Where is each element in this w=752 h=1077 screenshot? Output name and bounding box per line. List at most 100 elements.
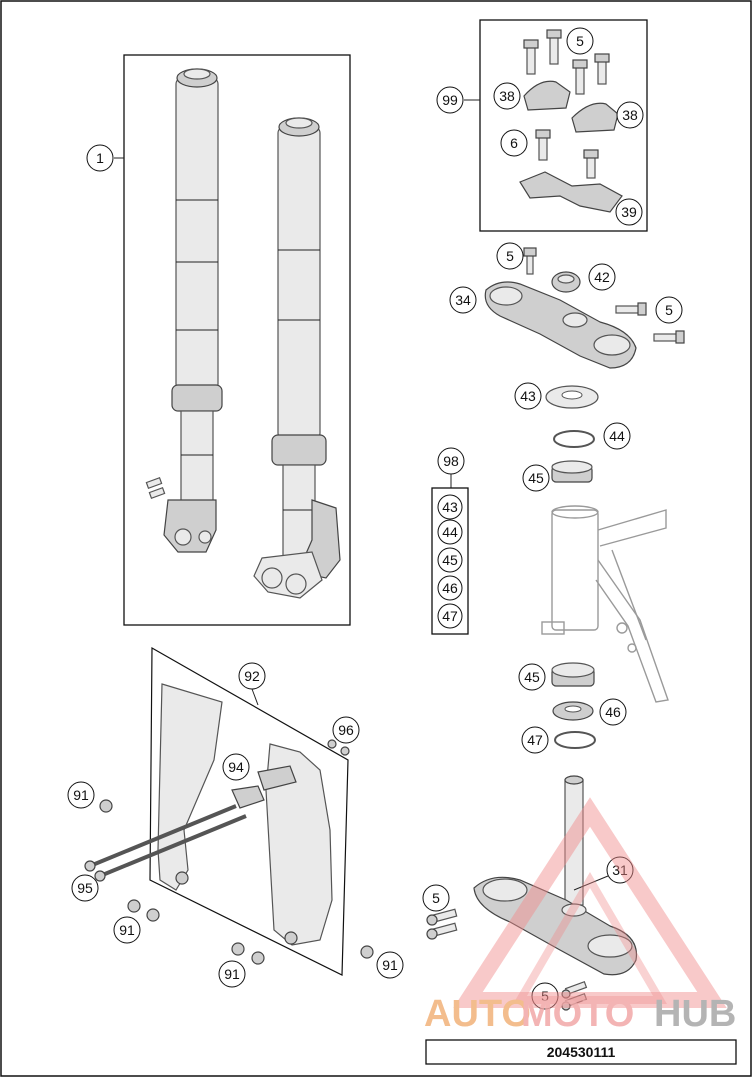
callout-46-label: 46 (605, 704, 621, 720)
bolt-5-upper (526, 253, 534, 275)
callout-5-lower-left (422, 884, 450, 912)
screw-91-c (231, 942, 245, 956)
long-bolt-95-b (99, 814, 247, 878)
upper-triple-clamp-group: 5 42 34 5 (449, 242, 685, 369)
clamp-bolts (523, 29, 610, 179)
callout-34 (449, 286, 477, 314)
kit-item-45: 45 (442, 552, 458, 568)
callout-34-label: 34 (455, 292, 471, 308)
callout-1 (86, 144, 114, 172)
watermark-text-auto: AUTO (424, 993, 531, 1035)
clamp-box (479, 19, 648, 232)
callout-5-top-label: 5 (576, 33, 584, 49)
callout-42 (588, 263, 616, 291)
long-bolt-95-a (89, 804, 237, 868)
o-ring-44 (553, 430, 595, 448)
watermark-triangle-icon (453, 797, 727, 1008)
kit-item-46: 46 (442, 580, 458, 596)
kit-98-box (431, 487, 469, 635)
guard-clip-94 (231, 785, 265, 809)
bolt-5-side-b (653, 333, 679, 342)
right-fork-leg (253, 117, 341, 599)
callout-5-upper (496, 242, 524, 270)
callout-94-label: 94 (228, 759, 244, 775)
callout-44 (603, 422, 631, 450)
clamp-lower (519, 171, 623, 213)
callout-99-label: 99 (442, 92, 458, 108)
lower-triple-clamp-group: 31 5 5 (422, 775, 638, 1011)
callout-92 (238, 662, 266, 690)
callout-98-label: 98 (443, 453, 459, 469)
washer-96-a (327, 739, 337, 749)
callout-96-label: 96 (338, 722, 354, 738)
bolt-5-side-a (615, 305, 641, 314)
left-fork-guard (157, 683, 223, 891)
document-number: 204530111 (547, 1044, 616, 1060)
callout-31 (606, 856, 634, 884)
callout-38-right (616, 101, 644, 129)
kit-item-47: 47 (442, 608, 458, 624)
right-fork-guard (265, 743, 333, 946)
callout-92-label: 92 (244, 668, 260, 684)
watermark-text-moto: MOTO (521, 993, 634, 1035)
callout-5-upper-label: 5 (506, 248, 514, 264)
callout-47 (521, 726, 549, 754)
washer-96-b (340, 746, 350, 756)
callout-46 (599, 698, 627, 726)
callout-42-label: 42 (594, 269, 610, 285)
callout-6 (500, 129, 528, 157)
callout-91-top (67, 781, 95, 809)
callout-95 (71, 874, 99, 902)
frame-head-tube-ghost (541, 505, 669, 703)
protector-panel-outline (149, 646, 349, 976)
lower-bearing-group: 45 46 47 (518, 662, 627, 754)
callout-91-right-label: 91 (382, 957, 398, 973)
callout-5-top (566, 27, 594, 55)
callout-5-bottom (531, 982, 559, 1010)
left-fork-leg (145, 68, 223, 553)
callout-43 (514, 382, 542, 410)
watermark-text-hub: HUB (654, 993, 736, 1035)
callout-91-right (376, 951, 404, 979)
kit-item-44: 44 (442, 524, 458, 540)
callout-47-label: 47 (527, 732, 543, 748)
fork-assembly-group: 1 (86, 54, 351, 626)
screw-91-d (360, 945, 374, 959)
callout-38-left-label: 38 (499, 88, 515, 104)
screw-91-b (127, 899, 141, 913)
callout-38-right-label: 38 (622, 107, 638, 123)
callout-44-label: 44 (609, 428, 625, 444)
callout-91-bottom-label: 91 (224, 966, 240, 982)
callout-5-lower-left-label: 5 (432, 890, 440, 906)
callout-91-left (113, 916, 141, 944)
callout-5-side (655, 296, 683, 324)
callout-45-upper-label: 45 (528, 470, 544, 486)
clamp-upper-left (523, 80, 571, 111)
callout-45-lower (518, 663, 546, 691)
bearing-stack-group: 43 44 45 (514, 382, 631, 492)
screw-91-a (99, 799, 113, 813)
callout-45-upper (522, 464, 550, 492)
document-number-box (425, 1039, 737, 1065)
callout-5-side-label: 5 (665, 302, 673, 318)
kit-item-43: 43 (442, 499, 458, 515)
callout-1-label: 1 (96, 150, 104, 166)
callout-91-bottom (218, 960, 246, 988)
callout-99 (436, 86, 464, 114)
callout-94 (222, 753, 250, 781)
kit-98-group: 98 43 44 45 46 47 (431, 447, 469, 635)
fork-box (123, 54, 351, 626)
watermark-logo: AUTO MOTO HUB (424, 797, 736, 1035)
handlebar-clamp-group: 99 5 38 38 6 39 (436, 19, 648, 232)
callout-45-lower-label: 45 (524, 669, 540, 685)
clamp-upper-right (571, 102, 619, 133)
callout-5-bottom-label: 5 (541, 988, 549, 1004)
callout-38-left (493, 82, 521, 110)
o-ring-47 (554, 731, 596, 749)
callout-95-label: 95 (77, 880, 93, 896)
callout-91-left-label: 91 (119, 922, 135, 938)
callout-43-label: 43 (520, 388, 536, 404)
callout-39 (615, 198, 643, 226)
